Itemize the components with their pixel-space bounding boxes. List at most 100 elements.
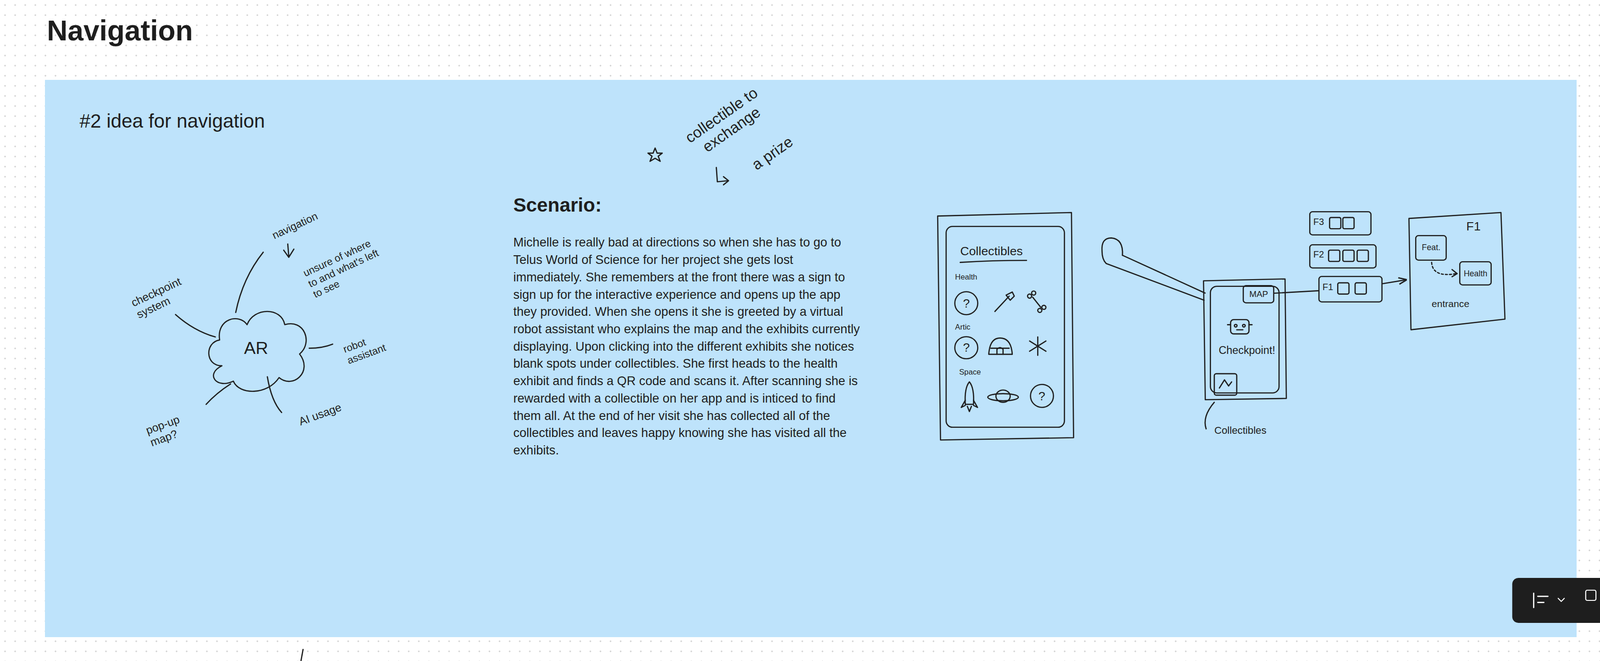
collectible-icon	[1005, 291, 1015, 300]
branch-label: navigation	[270, 209, 320, 242]
node-text: Space	[959, 367, 981, 377]
toolbar	[1512, 577, 1600, 623]
leader-line	[1205, 401, 1215, 429]
screen-outline	[945, 226, 1065, 428]
box-outline	[1459, 261, 1491, 285]
toolbar	[1585, 589, 1596, 600]
floor-square	[1342, 250, 1354, 262]
collectibles-button	[1219, 379, 1232, 389]
toolbar	[1533, 592, 1548, 607]
node-label: F3	[1313, 216, 1324, 228]
collectible-icon	[988, 337, 1013, 355]
stray-mark	[300, 649, 303, 661]
floor-square	[1328, 217, 1369, 295]
node-label: ?	[1038, 388, 1046, 404]
toolbar	[1558, 598, 1565, 602]
floor-square	[1337, 282, 1349, 294]
phone-screen-outline	[1203, 278, 1287, 400]
collectible-icon	[960, 260, 1046, 412]
node-label: Feat.	[1422, 242, 1441, 252]
floor-square	[1357, 250, 1369, 262]
robot-icon	[1234, 324, 1238, 328]
branch-label: robot assistant	[341, 323, 406, 367]
empty-collectible: ?	[954, 335, 979, 360]
robot-icon	[1230, 319, 1250, 334]
robot-icon	[1242, 324, 1246, 328]
collectible-icon	[965, 381, 974, 405]
hand-sketch	[1105, 255, 1206, 300]
phone-screen-outline	[1201, 277, 1288, 400]
empty-collectible: ?	[1029, 383, 1055, 408]
collectible-icon	[1032, 296, 1041, 307]
branch-label: AI usage	[297, 400, 344, 428]
phone-screen-outline	[937, 212, 1074, 440]
node-label: F2	[1313, 249, 1324, 260]
robot-icon	[1227, 324, 1252, 330]
box-outline	[1309, 211, 1371, 235]
mindmap-cloud: AR	[199, 300, 314, 395]
note-symbol	[648, 148, 663, 162]
circle-outline	[1030, 384, 1054, 408]
exhibit-box: Health	[1459, 261, 1492, 286]
collectibles-button	[1214, 373, 1237, 395]
stray-mark	[300, 649, 303, 661]
node-label: AR	[244, 338, 269, 358]
node-label: F1	[1322, 281, 1334, 293]
screen-outline	[1210, 286, 1280, 393]
leader-line	[1205, 401, 1215, 429]
floor-tab: F2	[1309, 244, 1377, 269]
collectible-icon	[960, 260, 1027, 262]
collectible-icon	[990, 347, 1010, 354]
circle-outline	[954, 291, 978, 315]
collectible-icon	[987, 393, 1019, 401]
floor-map-outline	[1405, 212, 1506, 331]
circle-outline	[954, 336, 978, 359]
empty-collectible: ?	[954, 290, 979, 316]
mindmap-branch	[235, 251, 264, 312]
route-path	[1431, 262, 1458, 277]
box-outline	[1243, 285, 1274, 303]
node-label: F1	[1466, 219, 1481, 234]
branch-label: checkpoint system	[129, 270, 198, 321]
callout-label: Collectibles	[1214, 424, 1267, 437]
floor-square	[1328, 250, 1340, 262]
floor-square	[1329, 217, 1341, 229]
mindmap-branch	[309, 344, 333, 349]
collectible-icon	[995, 389, 1011, 403]
box-outline	[1309, 244, 1376, 268]
mindmap-branch	[175, 314, 216, 337]
exhibit-box: Feat.	[1415, 234, 1447, 261]
node-label: ?	[962, 295, 970, 311]
mindmap-branch	[283, 244, 294, 258]
node-label: ?	[962, 340, 970, 355]
node-text: Artic	[955, 322, 971, 332]
idea-panel: AR??? Collectibles HealthArticSpace MAP Chec…	[44, 79, 1577, 638]
scenario-text: Michelle is really bad at directions so …	[513, 233, 866, 459]
connector	[1382, 279, 1406, 284]
note-symbol	[648, 148, 729, 185]
collectible-icon	[1041, 305, 1046, 310]
node-label: MAP	[1249, 288, 1268, 300]
box-outline	[1416, 235, 1447, 260]
phone-screen: ???CollectiblesHealthArticSpace	[934, 210, 1076, 441]
node-label: Checkpoint!	[1218, 344, 1276, 357]
node-text: entrance	[1431, 298, 1470, 310]
floor-map-outline	[1409, 212, 1506, 330]
hand-sketch	[1101, 237, 1206, 300]
floor-map: Feat. Health F1 entrance	[1405, 212, 1506, 331]
mindmap-branch	[267, 376, 282, 413]
branch-label: pop-up map?	[144, 408, 200, 450]
node-label: Health	[1463, 268, 1488, 278]
connector	[1274, 290, 1319, 293]
mindmap-branch	[205, 383, 231, 404]
box-outline	[1318, 276, 1382, 302]
route-path	[1431, 262, 1456, 275]
section-heading: Scenario:	[513, 194, 602, 217]
mindmap-cloud-outline	[208, 311, 306, 392]
map-button: MAP	[1242, 284, 1275, 304]
collectible-icon	[994, 295, 1010, 312]
